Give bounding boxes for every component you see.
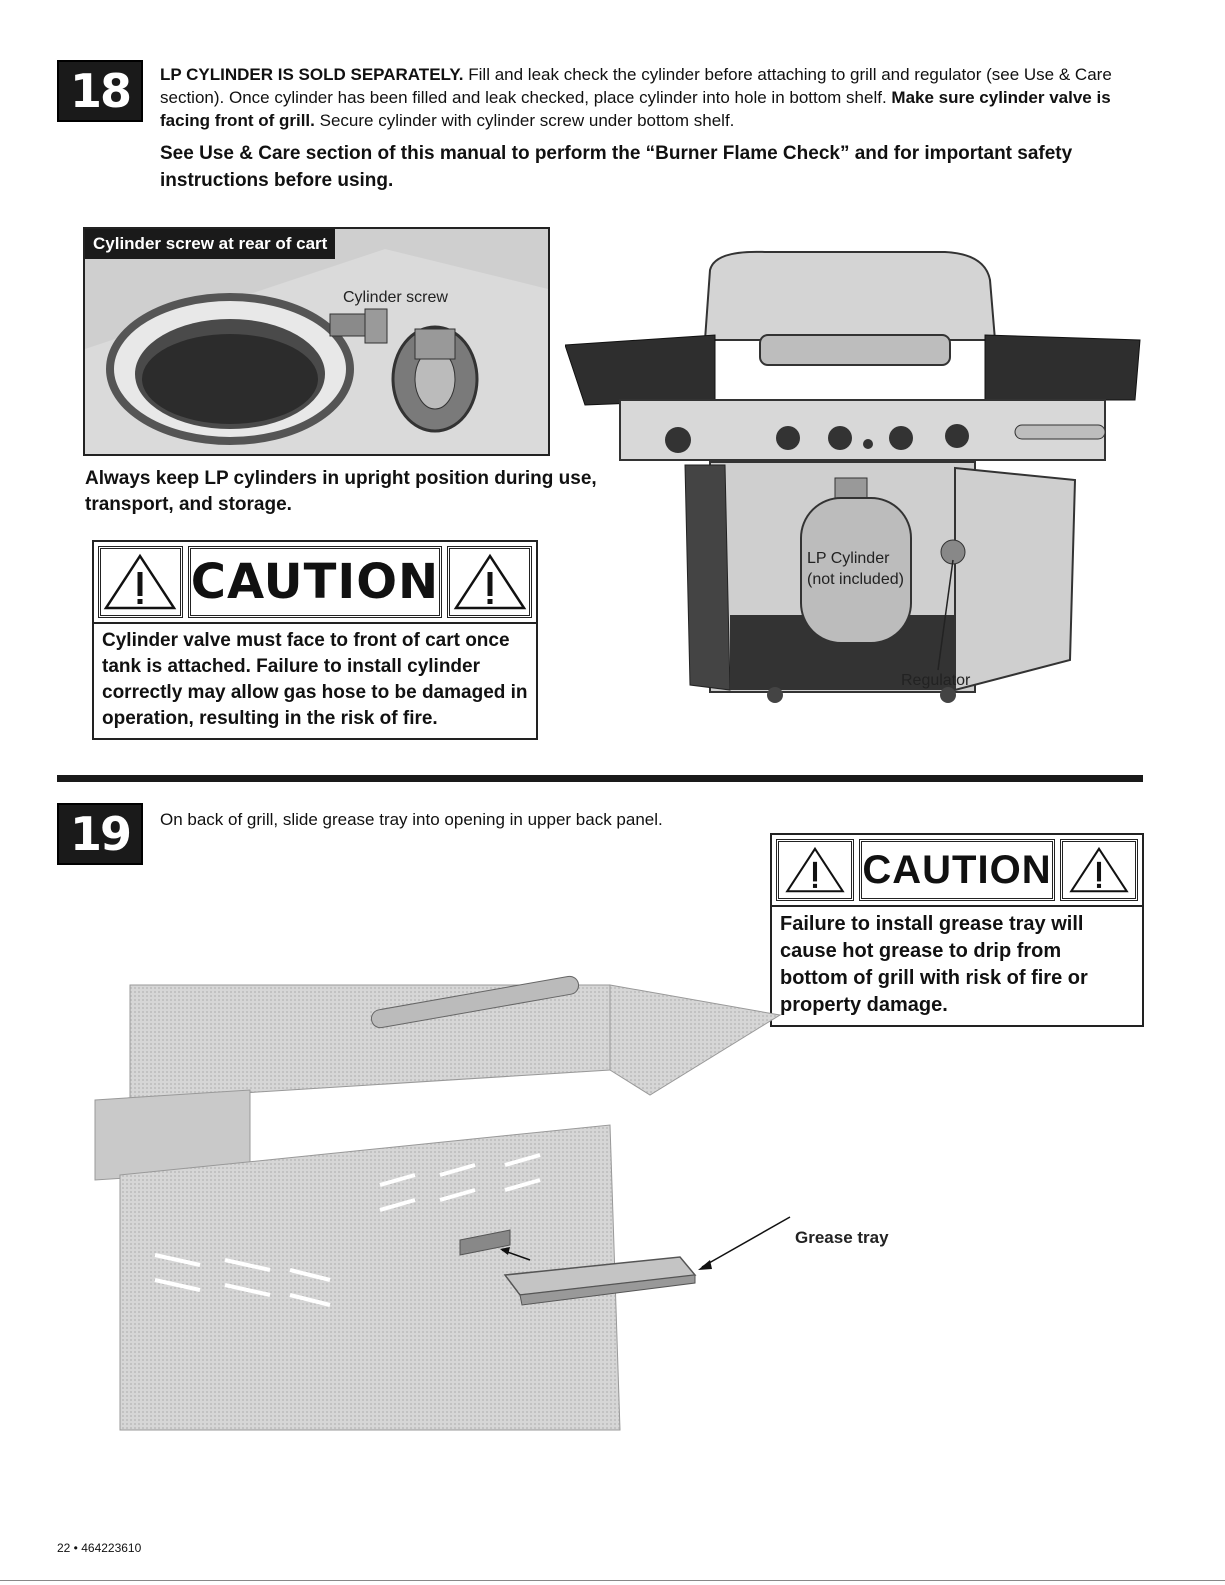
upright-position-note: Always keep LP cylinders in upright posi…	[85, 468, 597, 515]
warning-triangle-icon	[1060, 839, 1138, 901]
caution-title: CAUTION	[187, 546, 443, 618]
step-19-badge: 19	[57, 803, 143, 865]
caution-title: CAUTION	[859, 839, 1055, 901]
caution-box-cylinder: CAUTION Cylinder valve must face to fron…	[92, 540, 538, 740]
step-18-badge: 18	[57, 60, 143, 122]
step-18-text-1: Fill and leak check the cylinder before …	[160, 65, 1112, 107]
step-18-lead: LP CYLINDER IS SOLD SEPARATELY.	[160, 65, 464, 84]
caution-box-grease-tray: CAUTION Failure to install grease tray w…	[770, 833, 1144, 1027]
warning-triangle-icon	[447, 546, 532, 618]
grill-cylinder-illustration: LP Cylinder (not included) Regulator	[564, 240, 1150, 715]
caution-text-cylinder: Cylinder valve must face to front of car…	[102, 630, 528, 729]
caution-text-grease-tray: Failure to install grease tray will caus…	[780, 913, 1088, 1016]
step-18-safety-paragraph: See Use & Care section of this manual to…	[160, 143, 1073, 191]
caution-header: CAUTION	[772, 835, 1142, 907]
lp-cylinder-callout-line-1: LP Cylinder	[807, 550, 890, 567]
regulator-callout: Regulator	[901, 672, 971, 689]
page-footer: 22 • 464223610	[57, 1541, 142, 1555]
bottom-rule	[0, 1580, 1225, 1581]
warning-triangle-icon	[98, 546, 183, 618]
section-divider	[57, 775, 1143, 782]
cylinder-screw-callout: Cylinder screw	[343, 289, 448, 306]
warning-triangle-icon	[776, 839, 854, 901]
grease-tray-callout: Grease tray	[795, 1228, 889, 1247]
cylinder-ring-illustration	[85, 229, 548, 454]
caution-header: CAUTION	[94, 542, 536, 624]
step-18-instructions: LP CYLINDER IS SOLD SEPARATELY. Fill and…	[160, 63, 1145, 132]
inset-photo-label: Cylinder screw at rear of cart	[85, 229, 336, 259]
lp-cylinder-callout-line-2: (not included)	[807, 571, 904, 588]
step-19-instructions: On back of grill, slide grease tray into…	[160, 810, 663, 829]
cylinder-screw-inset-photo: Cylinder screw at rear of cart Cylinder …	[83, 227, 550, 456]
step-18-valve-note: Make sure cylinder valve is facing front…	[160, 88, 1111, 130]
grill-back-drawing	[94, 975, 791, 1431]
grill-front-drawing	[564, 250, 1141, 703]
grill-back-grease-tray-illustration: Grease tray	[90, 975, 890, 1435]
step-18-text-3: Secure cylinder with cylinder screw unde…	[314, 111, 735, 130]
